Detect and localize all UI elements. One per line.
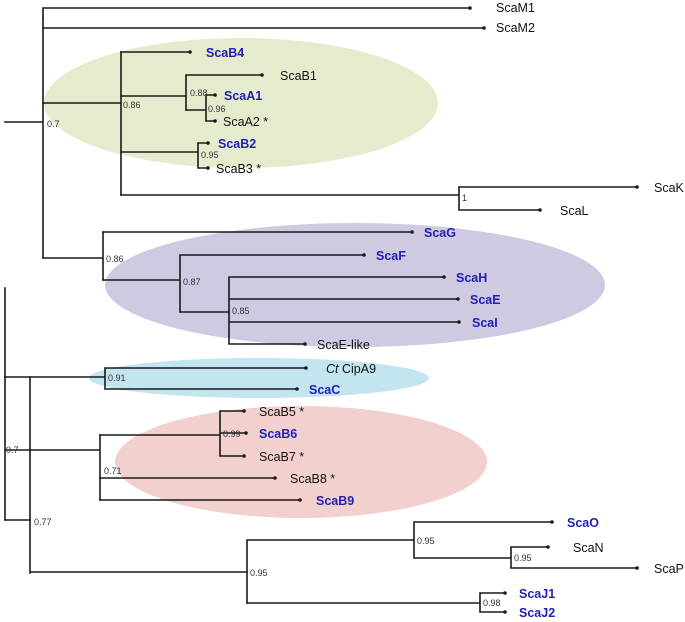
clade-highlight-red <box>115 406 487 518</box>
branch-scah-e-i <box>179 276 460 345</box>
leaf-scak: ScaK <box>654 181 685 195</box>
leaf-scaf: ScaF <box>376 249 406 263</box>
support-value: 0.95 <box>250 568 268 578</box>
branch-scab5-b6-b7 <box>99 410 247 457</box>
leaf-scab9: ScaB9 <box>316 494 354 508</box>
leaf-scaj1: ScaJ1 <box>519 587 555 601</box>
support-value: 0.7 <box>47 119 60 129</box>
leaf-scae: ScaE <box>470 293 501 307</box>
leaf-scab3: ScaB3 * <box>216 162 261 176</box>
leaf-scab5: ScaB5 * <box>259 405 304 419</box>
clade-highlight-purple <box>105 223 605 347</box>
branch-lower-clade <box>4 376 31 521</box>
branch-scaa1-a2 <box>185 94 216 122</box>
leaf-scan: ScaN <box>573 541 604 555</box>
support-value: 0.96 <box>208 104 226 114</box>
leaf-scam2: ScaM2 <box>496 21 535 35</box>
support-value: 1 <box>462 193 467 203</box>
branch-scaj1-j2 <box>246 592 506 613</box>
support-value: 0.7 <box>6 445 19 455</box>
leaf-scai: ScaI <box>472 316 498 330</box>
support-value: 0.85 <box>232 306 250 316</box>
leaf-scab8: ScaB8 * <box>290 472 335 486</box>
leaf-ct-cipa9: Ct CipA9 <box>326 362 376 376</box>
leaf-ct-cipa9-name: CipA9 <box>342 362 376 376</box>
leaf-scao: ScaO <box>567 516 599 530</box>
branch-blue-clade <box>4 367 307 390</box>
leaf-scab1: ScaB1 <box>280 69 317 83</box>
branch-red-clade <box>29 434 101 501</box>
support-value: 0.77 <box>34 517 52 527</box>
clade-highlight-blue <box>89 358 429 398</box>
leaf-ct-cipa9-prefix: Ct <box>326 362 339 376</box>
leaf-scab7: ScaB7 * <box>259 450 304 464</box>
support-value: 0.87 <box>183 277 201 287</box>
branch-purple-clade <box>42 231 104 281</box>
leaf-scaa1: ScaA1 <box>224 89 262 103</box>
branch-scak-scal <box>120 186 638 211</box>
support-value: 0.98 <box>483 598 501 608</box>
branch-scab1-a1-a2 <box>120 74 263 111</box>
leaf-scal: ScaL <box>560 204 589 218</box>
tip-markers <box>188 6 639 614</box>
leaf-scab6: ScaB6 <box>259 427 297 441</box>
leaf-scaj2: ScaJ2 <box>519 606 555 620</box>
branch-upper-clade <box>4 17 44 259</box>
branch-green-clade <box>42 51 122 196</box>
leaf-scac: ScaC <box>309 383 340 397</box>
support-value: 0.88 <box>190 88 208 98</box>
leaf-scab2: ScaB2 <box>218 137 256 151</box>
support-value: 0.95 <box>201 150 219 160</box>
support-value: 0.86 <box>123 100 141 110</box>
leaf-scaa2: ScaA2 * <box>223 115 268 129</box>
support-value: 0.99 <box>223 429 241 439</box>
support-value: 0.71 <box>104 466 122 476</box>
support-value: 0.95 <box>417 536 435 546</box>
branch-scao-n-p <box>246 521 638 604</box>
branch-bottom-root <box>4 519 248 573</box>
support-value: 0.91 <box>108 373 126 383</box>
clade-highlight-green <box>44 38 438 168</box>
support-value: 0.95 <box>514 553 532 563</box>
leaf-scam1: ScaM1 <box>496 1 535 15</box>
branch-scab2-b3 <box>120 142 209 169</box>
leaf-scag: ScaG <box>424 226 456 240</box>
leaf-scap: ScaP <box>654 562 684 576</box>
leaf-scah: ScaH <box>456 271 487 285</box>
branch-inner-purple <box>102 254 365 313</box>
leaf-scab4: ScaB4 <box>206 46 244 60</box>
branch-scam1 <box>42 7 471 19</box>
support-value: 0.86 <box>106 254 124 264</box>
leaf-scae-like: ScaE-like <box>317 338 370 352</box>
